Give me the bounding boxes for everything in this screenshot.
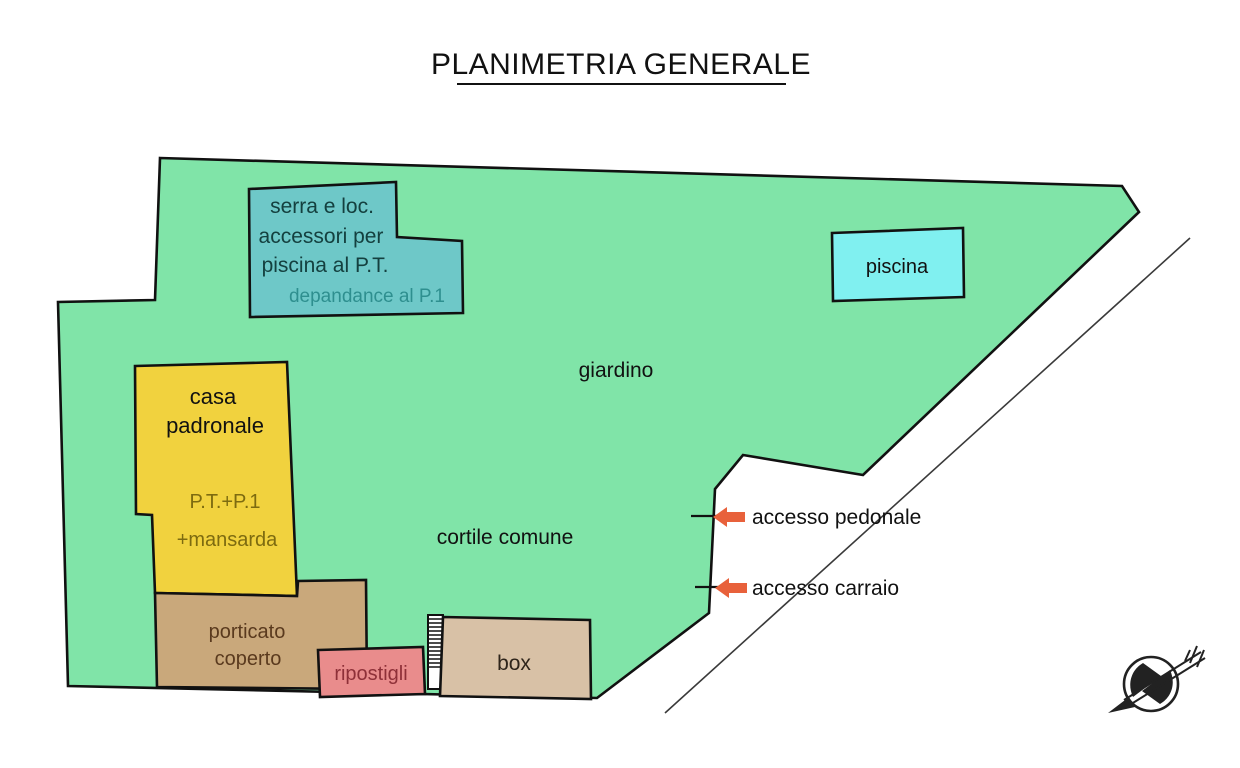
covered-porch bbox=[153, 578, 369, 691]
courtyard-label: cortile comune bbox=[437, 526, 574, 549]
compass-fletching bbox=[1184, 645, 1205, 668]
porch-label-line1: porticato bbox=[209, 621, 286, 643]
page-title: PLANIMETRIA GENERALE bbox=[431, 48, 811, 81]
serra-sub-label: depandance al P.1 bbox=[289, 286, 445, 307]
pedestrian-access-arrow-icon bbox=[713, 507, 745, 527]
compass-arrow-shaft-1 bbox=[1123, 651, 1202, 701]
road-line bbox=[664, 237, 1191, 714]
house-floors-label: P.T.+P.1 bbox=[190, 491, 261, 513]
pool-label: piscina bbox=[866, 256, 929, 278]
garage-box-label: box bbox=[497, 652, 531, 675]
vehicle-access-label: accesso carraio bbox=[752, 577, 899, 600]
serra-label-line1: serra e loc. bbox=[270, 195, 374, 218]
storage-label: ripostigli bbox=[334, 663, 407, 685]
compass-arrow-shaft-2 bbox=[1127, 657, 1206, 707]
compass-circle bbox=[1122, 655, 1180, 713]
serra-building bbox=[247, 180, 465, 319]
house-label-line1: casa bbox=[190, 384, 237, 409]
garden-label: giardino bbox=[579, 359, 654, 382]
stairs-steps bbox=[428, 618, 443, 668]
porch-label-line2: coperto bbox=[215, 648, 282, 670]
garage-box bbox=[438, 615, 593, 701]
compass-blade-upper bbox=[1130, 663, 1161, 697]
storage-building bbox=[316, 645, 427, 699]
serra-label-line3: piscina al P.T. bbox=[262, 254, 389, 277]
compass-icon bbox=[1108, 645, 1206, 713]
pool-area bbox=[830, 226, 966, 303]
vehicle-access-arrow-icon bbox=[715, 578, 747, 598]
house-label-line2: padronale bbox=[166, 413, 264, 438]
pedestrian-access-label: accesso pedonale bbox=[752, 506, 921, 529]
serra-label-line2: accessori per bbox=[259, 225, 384, 248]
compass-arrowhead bbox=[1108, 697, 1135, 713]
stairs bbox=[427, 614, 444, 690]
house-attic-label: +mansarda bbox=[177, 529, 278, 551]
